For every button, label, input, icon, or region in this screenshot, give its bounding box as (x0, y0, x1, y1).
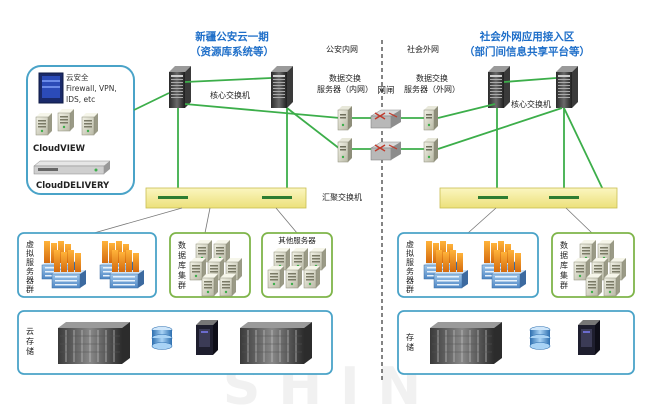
vm-server-icon (491, 249, 527, 289)
left-db-label-char: 数 (178, 240, 186, 250)
cloud-storage-label-char: 储 (26, 346, 34, 356)
right-db-label-char: 库 (560, 260, 568, 270)
left-vm-label-char: 虚 (26, 239, 34, 249)
right-db-label-char: 数 (560, 240, 568, 250)
police-net-label: 公安内网 (326, 44, 358, 54)
right-db-label-char: 集 (560, 270, 568, 280)
cloudview-label: CloudVIEW (33, 144, 86, 154)
outer-exchange-label-line1: 数据交换 (416, 73, 448, 83)
left-db-label-char: 集 (178, 270, 186, 280)
right-db-label-char: 据 (560, 250, 568, 260)
left-vm-label-char: 拟 (26, 248, 34, 258)
db-server-icon (603, 273, 621, 297)
outer-exchange-server-icon (423, 137, 439, 163)
left-title-line2: （资源库系统等） (190, 45, 274, 58)
inner-exchange-server-icon (337, 105, 353, 131)
left-core-switch-icon (169, 66, 191, 108)
other-servers-label: 其他服务器 (278, 235, 316, 245)
right-vm-label-char: 虚 (406, 239, 414, 249)
cloud-storage-label-char: 云 (26, 327, 34, 336)
vm-server-icon (433, 249, 469, 289)
storage-tower-icon (196, 320, 218, 355)
right-vm-label-char: 服 (406, 258, 414, 267)
cloudview-server-icon (57, 108, 75, 132)
public-net-label: 社会外网 (407, 44, 439, 54)
vm-server-icon (109, 249, 145, 289)
cloud-security-appliance-icon (38, 72, 64, 104)
left-core-switch-label: 核心交换机 (210, 90, 250, 100)
storage-rack-icon (57, 321, 131, 365)
disk-array-icon (151, 326, 173, 350)
left-aggregation-switch (145, 187, 307, 209)
outer-exchange-server-icon (423, 105, 439, 131)
right-core-switch-icon (556, 66, 578, 108)
switch-port-strip (158, 196, 188, 199)
clouddelivery-label: CloudDELIVERY (36, 181, 110, 191)
right-vm-label-char: 务 (406, 266, 414, 276)
outer-exchange-label-line2: 服务器（外网） (404, 84, 460, 94)
left-vm-label-char: 务 (26, 266, 34, 276)
vm-server-icon (51, 249, 87, 289)
right-db-label-char: 群 (560, 280, 568, 290)
left-db-label-char: 库 (178, 260, 186, 270)
cloudview-server-icon (35, 112, 53, 136)
aggregation-downlinks (93, 207, 593, 234)
network-links (133, 77, 607, 197)
left-vm-label-char: 群 (26, 284, 34, 294)
right-vm-label-char: 器 (406, 276, 414, 285)
right-aggregation-switch (439, 187, 618, 209)
inner-exchange-label-line1: 数据交换 (329, 73, 361, 83)
left-core-switch-icon (271, 66, 293, 108)
left-title-line1: 新疆公安云一期 (195, 30, 269, 43)
right-storage-label-char: 存 (406, 332, 414, 342)
right-core-switch-label: 核心交换机 (511, 99, 551, 109)
other-server-icon (267, 265, 285, 289)
right-core-switch-icon (488, 66, 510, 108)
right-vm-label-char: 拟 (406, 248, 414, 258)
switch-port-strip (478, 196, 508, 199)
db-server-icon (219, 273, 237, 297)
right-storage-label-char: 储 (406, 342, 414, 352)
other-server-icon (303, 265, 321, 289)
switch-port-strip (549, 196, 579, 199)
inner-exchange-server-icon (337, 137, 353, 163)
clouddelivery-appliance-icon (33, 160, 111, 175)
inner-exchange-label-line2: 服务器（内网） (317, 84, 373, 94)
gap-router-icon (370, 109, 402, 129)
left-db-label-char: 群 (178, 280, 186, 290)
cloud-storage-label-char: 存 (26, 336, 34, 346)
aggregation-switch-label: 汇聚交换机 (322, 192, 362, 202)
db-server-icon (201, 273, 219, 297)
gap-label: 网闸 (377, 86, 394, 96)
cloud-security-line3: IDS, etc (66, 95, 95, 104)
storage-rack-icon (429, 321, 503, 365)
cloud-security-line1: 云安全 (66, 72, 89, 82)
other-server-icon (285, 265, 303, 289)
disk-array-icon (529, 326, 551, 350)
gap-router-icon (370, 141, 402, 161)
left-vm-label-char: 器 (26, 276, 34, 285)
storage-rack-icon (239, 321, 313, 365)
left-vm-label-char: 服 (26, 258, 34, 267)
switch-port-strip (262, 196, 292, 199)
right-title-line2: （部门间信息共享平台等） (464, 45, 590, 58)
right-title-line1: 社会外网应用接入区 (479, 30, 575, 43)
db-server-icon (585, 273, 603, 297)
left-db-label-char: 据 (178, 250, 186, 260)
cloud-security-line2: Firewall, VPN, (66, 84, 117, 93)
storage-tower-icon (578, 320, 600, 355)
right-vm-label-char: 群 (406, 284, 414, 294)
cloudview-server-icon (81, 112, 99, 136)
